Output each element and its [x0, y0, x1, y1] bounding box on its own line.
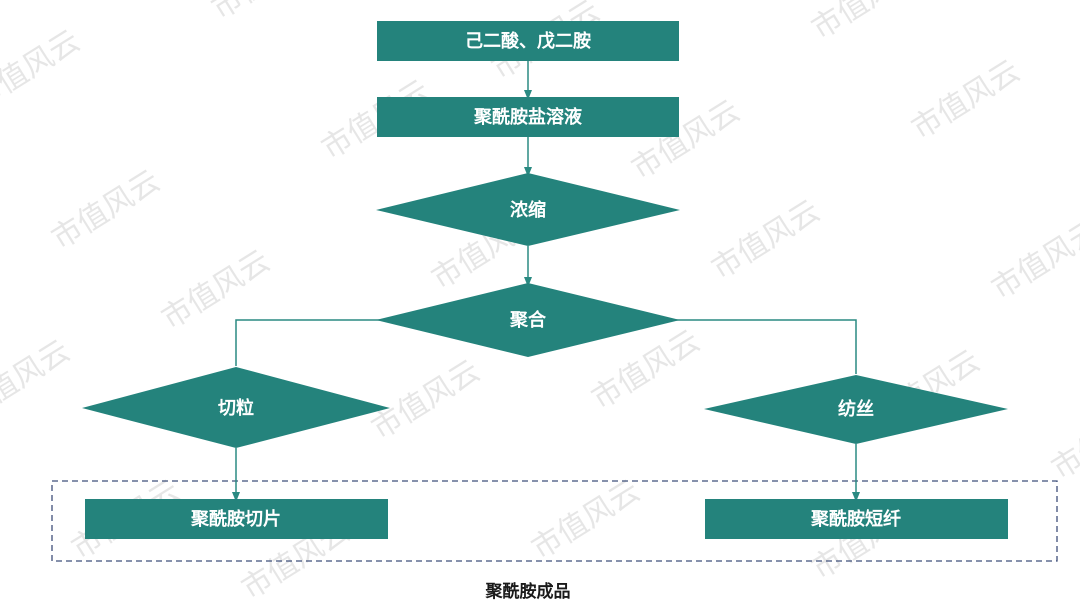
node-salt-solution-label: 聚酰胺盐溶液 [473, 106, 583, 128]
node-spinning: 纺丝 [704, 375, 1008, 444]
node-polymerization-diamond [376, 283, 680, 357]
node-pelletizing: 切粒 [82, 367, 390, 448]
node-raw-materials-box [377, 21, 679, 61]
watermark-text: 市值风云 [706, 194, 826, 287]
watermark-text: 市值风云 [906, 54, 1026, 147]
node-chips-label: 聚酰胺切片 [190, 508, 281, 530]
node-spinning-label: 纺丝 [838, 398, 874, 420]
group-caption: 聚酰胺成品 [485, 581, 571, 602]
finished-products-group-border [51, 480, 1058, 562]
node-spinning-diamond [704, 375, 1008, 444]
watermark-text: 市值风云 [366, 354, 486, 447]
node-polymerization-label: 聚合 [509, 309, 547, 331]
node-polymerization: 聚合 [376, 283, 680, 357]
watermark-text: 市值风云 [0, 24, 86, 117]
node-chips: 聚酰胺切片 [85, 499, 388, 539]
node-concentration-label: 浓缩 [510, 199, 546, 221]
node-chips-box [85, 499, 388, 539]
watermark-text: 市值风云 [1046, 394, 1080, 487]
node-pelletizing-diamond [82, 367, 390, 448]
watermark-text: 市值风云 [156, 244, 276, 337]
node-pelletizing-label: 切粒 [218, 397, 254, 419]
node-concentration-diamond [376, 173, 680, 246]
node-staple-fiber-box [705, 499, 1008, 539]
watermark-text: 市值风云 [806, 0, 926, 47]
node-concentration: 浓缩 [376, 173, 680, 246]
watermark-text: 市值风云 [46, 164, 166, 257]
node-staple-fiber-label: 聚酰胺短纤 [810, 508, 901, 530]
connector-polymerize-to-pelletize [235, 319, 380, 366]
node-raw-materials-label: 己二酸、戊二胺 [465, 30, 591, 52]
connector-polymerize-to-spin [676, 319, 857, 374]
watermark-text: 市值风云 [0, 334, 76, 427]
watermark-text: 市值风云 [206, 0, 326, 27]
node-raw-materials: 己二酸、戊二胺 [377, 21, 679, 61]
connectors [232, 61, 860, 502]
node-staple-fiber: 聚酰胺短纤 [705, 499, 1008, 539]
node-salt-solution-box [377, 97, 679, 137]
watermark-text: 市值风云 [526, 474, 646, 567]
watermark-text: 市值风云 [986, 214, 1080, 307]
node-salt-solution: 聚酰胺盐溶液 [377, 97, 679, 137]
